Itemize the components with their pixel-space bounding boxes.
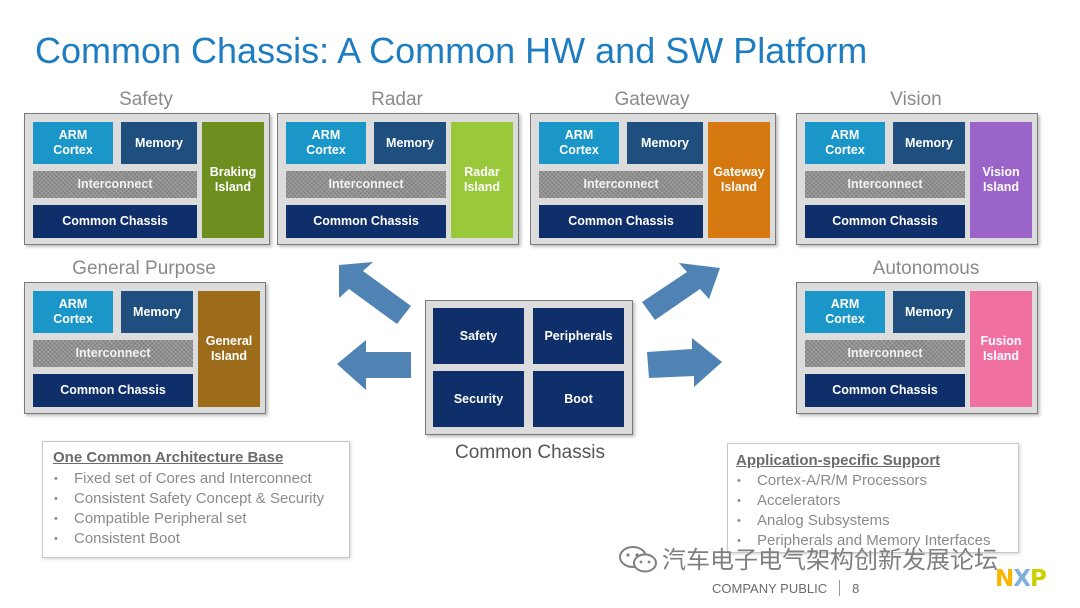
application-support-heading: Application-specific Support [736,452,941,469]
chassis-peripherals-block: Peripherals [533,308,624,364]
memory-block: Memory [121,291,193,333]
architecture-base-list: Fixed set of Cores and Interconnect Cons… [53,469,324,549]
arm-cortex-block: ARM Cortex [33,122,113,164]
memory-block: Memory [374,122,446,164]
arm-cortex-block: ARM Cortex [539,122,619,164]
memory-block: Memory [893,122,965,164]
arm-cortex-label: ARM Cortex [559,128,599,157]
common-chassis-block: Common Chassis [33,374,193,407]
soc-card-safety: ARM Cortex Memory Interconnect Common Ch… [24,113,270,245]
card-label-general-purpose: General Purpose [72,258,216,279]
common-chassis-label: Common Chassis [455,442,605,463]
arm-cortex-block: ARM Cortex [805,291,885,333]
card-label-safety: Safety [119,89,173,110]
soc-card-gateway: ARM Cortex Memory Interconnect Common Ch… [530,113,776,245]
island-label: General Island [205,334,253,363]
arm-cortex-block: ARM Cortex [286,122,366,164]
island-label: Fusion Island [980,334,1022,363]
memory-block: Memory [627,122,703,164]
interconnect-block: Interconnect [286,171,446,198]
application-support-box: Application-specific Support Cortex-A/R/… [727,443,1019,553]
arrow-right-icon [647,338,722,387]
soc-card-autonomous: ARM Cortex Memory Interconnect Common Ch… [796,282,1038,414]
interconnect-block: Interconnect [805,340,965,367]
fusion-island-block: Fusion Island [970,291,1032,407]
list-item: Compatible Peripheral set [53,509,324,529]
common-chassis-block: Common Chassis [539,205,703,238]
list-item: Consistent Boot [53,529,324,549]
logo-letter-n: N [995,566,1014,592]
nxp-logo: NXP [995,566,1047,592]
soc-card-vision: ARM Cortex Memory Interconnect Common Ch… [796,113,1038,245]
list-item: Accelerators [736,491,990,511]
soc-card-general-purpose: ARM Cortex Memory Interconnect Common Ch… [24,282,266,414]
footer-divider [839,580,841,596]
architecture-base-heading: One Common Architecture Base [53,449,284,466]
chassis-boot-block: Boot [533,371,624,427]
chassis-safety-block: Safety [433,308,524,364]
arrow-up-right-icon [642,263,720,320]
interconnect-block: Interconnect [33,171,197,198]
watermark-text: 汽车电子电气架构创新发展论坛 [662,547,998,574]
list-item: Peripherals and Memory Interfaces [736,531,990,551]
architecture-base-box: One Common Architecture Base Fixed set o… [42,441,350,558]
logo-letter-x: X [1013,566,1031,592]
common-chassis-block: Common Chassis [33,205,197,238]
common-chassis-block: Common Chassis [805,374,965,407]
common-chassis-core: Safety Peripherals Security Boot [425,300,633,435]
chassis-security-block: Security [433,371,524,427]
list-item: Analog Subsystems [736,511,990,531]
vision-island-block: Vision Island [970,122,1032,238]
common-chassis-block: Common Chassis [286,205,446,238]
braking-island-block: Braking Island [202,122,264,238]
application-support-list: Cortex-A/R/M Processors Accelerators Ana… [736,471,990,551]
classification-label: COMPANY PUBLIC [712,581,828,596]
footer: COMPANY PUBLIC 8 [712,580,859,596]
card-label-gateway: Gateway [614,89,690,110]
interconnect-block: Interconnect [805,171,965,198]
arrow-left-icon [337,340,411,390]
general-island-block: General Island [198,291,260,407]
island-label: Braking Island [209,165,257,194]
memory-block: Memory [893,291,965,333]
radar-island-block: Radar Island [451,122,513,238]
arrow-up-left-icon [339,262,411,324]
memory-block: Memory [121,122,197,164]
slide-title: Common Chassis: A Common HW and SW Platf… [35,30,868,71]
arm-cortex-label: ARM Cortex [825,297,865,326]
card-label-autonomous: Autonomous [872,258,980,279]
arm-cortex-label: ARM Cortex [53,297,93,326]
logo-letter-p: P [1029,566,1047,592]
wechat-icon [619,546,657,573]
interconnect-block: Interconnect [539,171,703,198]
island-label: Vision Island [982,165,1020,194]
arm-cortex-label: ARM Cortex [306,128,346,157]
list-item: Cortex-A/R/M Processors [736,471,990,491]
arm-cortex-label: ARM Cortex [825,128,865,157]
arm-cortex-block: ARM Cortex [33,291,113,333]
list-item: Consistent Safety Concept & Security [53,489,324,509]
gateway-island-block: Gateway Island [708,122,770,238]
page-number: 8 [852,581,860,596]
island-label: Gateway Island [713,165,765,194]
list-item: Fixed set of Cores and Interconnect [53,469,324,489]
arm-cortex-label: ARM Cortex [53,128,93,157]
card-label-radar: Radar [371,89,423,110]
common-chassis-block: Common Chassis [805,205,965,238]
arm-cortex-block: ARM Cortex [805,122,885,164]
island-label: Radar Island [463,165,501,194]
card-label-vision: Vision [890,89,942,110]
soc-card-radar: ARM Cortex Memory Interconnect Common Ch… [277,113,519,245]
interconnect-block: Interconnect [33,340,193,367]
